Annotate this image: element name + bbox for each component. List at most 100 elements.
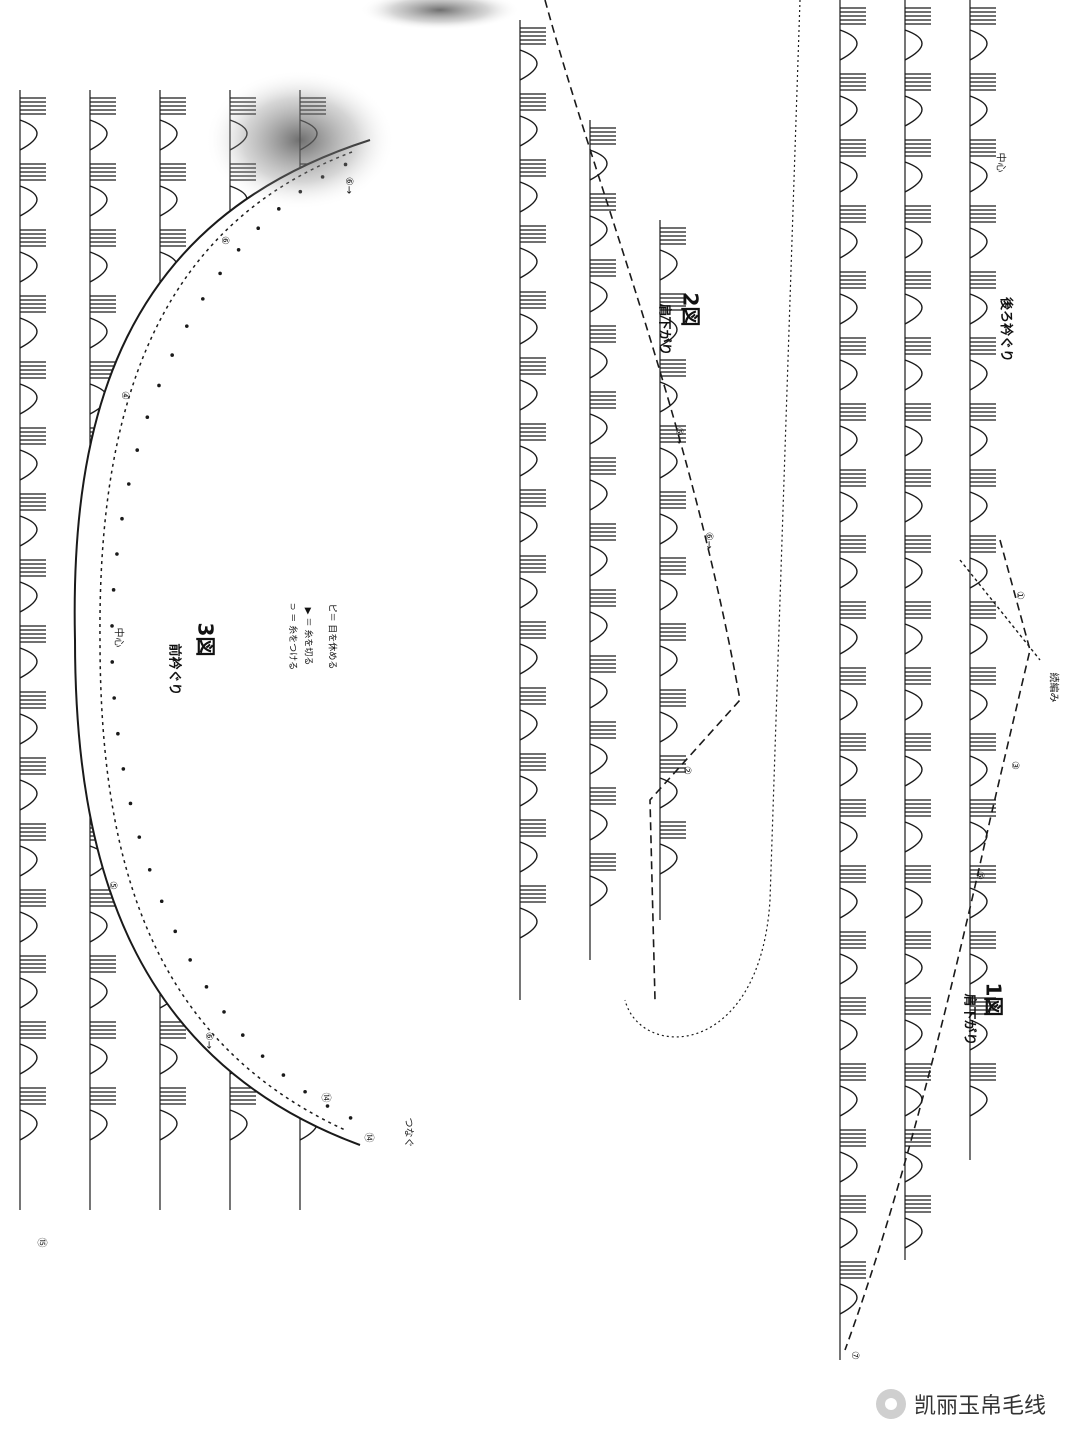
wechat-icon <box>875 1389 906 1419</box>
chain-arc <box>904 161 923 193</box>
chain-arc <box>839 557 858 589</box>
watermark-text: 凯丽玉帛毛线 <box>913 1394 1046 1419</box>
chain-arc <box>89 317 108 349</box>
chain-arc <box>159 119 178 151</box>
figure-1-row-label: ⑥ <box>973 871 985 880</box>
figure-1-shoulder-back-neck <box>839 0 1041 1360</box>
figure-2-row-label: ⑥→ <box>703 531 715 550</box>
figure-3-center-mark: 中心 <box>112 627 124 648</box>
edging-stitch <box>137 835 142 839</box>
edging-stitch <box>256 226 261 231</box>
figure-1-row-label: ① <box>1013 591 1025 600</box>
edging-stitch <box>173 929 178 934</box>
edging-stitch <box>204 985 209 989</box>
shoulder-slope-edge <box>544 0 741 1001</box>
chain-arc <box>159 1043 178 1075</box>
chain-arc <box>589 347 608 379</box>
figure-1-subtitle: 肩下がり <box>961 993 977 1046</box>
chain-arc <box>969 1019 988 1051</box>
figure-2-row-label: ⑥→ <box>673 426 685 445</box>
figure-3-row-label: ⑥→ <box>203 1031 215 1050</box>
shadow-smudge-top <box>360 0 520 30</box>
edging-stitch <box>188 958 192 962</box>
figure-3-row-label: ④ <box>118 391 130 400</box>
figure-1-row-label: ③ <box>1008 761 1020 770</box>
edging-stitch <box>147 867 152 872</box>
chain-arc <box>89 185 108 217</box>
chain-arc <box>839 227 858 259</box>
chain-arc <box>589 809 608 841</box>
chain-arc <box>969 95 988 127</box>
chain-arc <box>589 677 608 709</box>
chain-arc <box>659 777 678 809</box>
chain-arc <box>19 251 38 283</box>
chain-arc <box>659 249 678 281</box>
chain-arc <box>969 359 988 391</box>
chain-arc <box>519 115 538 147</box>
chain-arc <box>19 911 38 943</box>
chain-arc <box>969 425 988 457</box>
edging-stitch <box>240 1033 245 1037</box>
figure-1-side-note: 続編み <box>1047 672 1059 703</box>
shoulder-slope-edge <box>844 539 1031 1351</box>
chain-arc <box>519 907 538 939</box>
chain-arc <box>839 161 858 193</box>
watermark: 凯丽玉帛毛线 <box>875 1388 1046 1420</box>
chain-arc <box>904 623 923 655</box>
edging-stitch <box>112 696 116 700</box>
chain-arc <box>969 293 988 325</box>
chain-arc <box>839 821 858 853</box>
chain-arc <box>589 611 608 643</box>
figure-2-title: 2図 <box>678 292 703 327</box>
join-dotted-line <box>624 0 801 1038</box>
neckline-cutout <box>74 140 1080 1145</box>
chain-arc <box>904 425 923 457</box>
chain-arc <box>659 513 678 545</box>
chain-arc <box>969 689 988 721</box>
edging-stitch <box>222 1010 226 1014</box>
chain-arc <box>839 29 858 61</box>
chain-arc <box>839 1217 858 1249</box>
edging-stitch <box>170 353 174 357</box>
figure-2-row-label: ② <box>680 766 692 775</box>
chain-arc <box>519 775 538 807</box>
chain-arc <box>904 821 923 853</box>
chain-arc <box>19 185 38 217</box>
chain-arc <box>519 643 538 675</box>
figure-3-title: 3図 <box>193 622 218 657</box>
edging-stitch <box>121 767 126 771</box>
chain-arc <box>19 713 38 745</box>
edging-stitch <box>236 247 241 252</box>
chain-arc <box>904 359 923 391</box>
edging-stitch <box>281 1073 286 1077</box>
chain-arc <box>519 511 538 543</box>
chain-arc <box>839 293 858 325</box>
edging-stitch <box>115 552 119 556</box>
chain-arc <box>969 491 988 523</box>
chain-arc <box>904 95 923 127</box>
chain-arc <box>19 1043 38 1075</box>
figure-3-row-label: ⑤ <box>106 881 118 890</box>
chain-arc <box>904 29 923 61</box>
chain-arc <box>19 1109 38 1141</box>
figure-3-legend-2: ▶ ＝ 糸を切る <box>302 607 313 666</box>
chain-arc <box>589 479 608 511</box>
chain-arc <box>89 1109 108 1141</box>
chain-arc <box>229 1109 248 1141</box>
edging-stitch <box>201 297 205 301</box>
chain-arc <box>839 359 858 391</box>
chain-arc <box>589 413 608 445</box>
chain-arc <box>19 977 38 1009</box>
chain-arc <box>839 623 858 655</box>
neckline-edging <box>99 151 353 1131</box>
figure-3-subtitle: 前衿ぐり <box>166 643 182 696</box>
edging-stitch <box>157 383 161 388</box>
edging-stitch <box>128 801 133 806</box>
chain-arc <box>519 841 538 873</box>
figure-1-center-mark: 中心 <box>994 152 1006 173</box>
chain-arc <box>969 953 988 985</box>
figure-3-join-note: つなぐ <box>402 1117 414 1148</box>
chain-arc <box>159 185 178 217</box>
figure-2-shoulder <box>519 0 801 1038</box>
